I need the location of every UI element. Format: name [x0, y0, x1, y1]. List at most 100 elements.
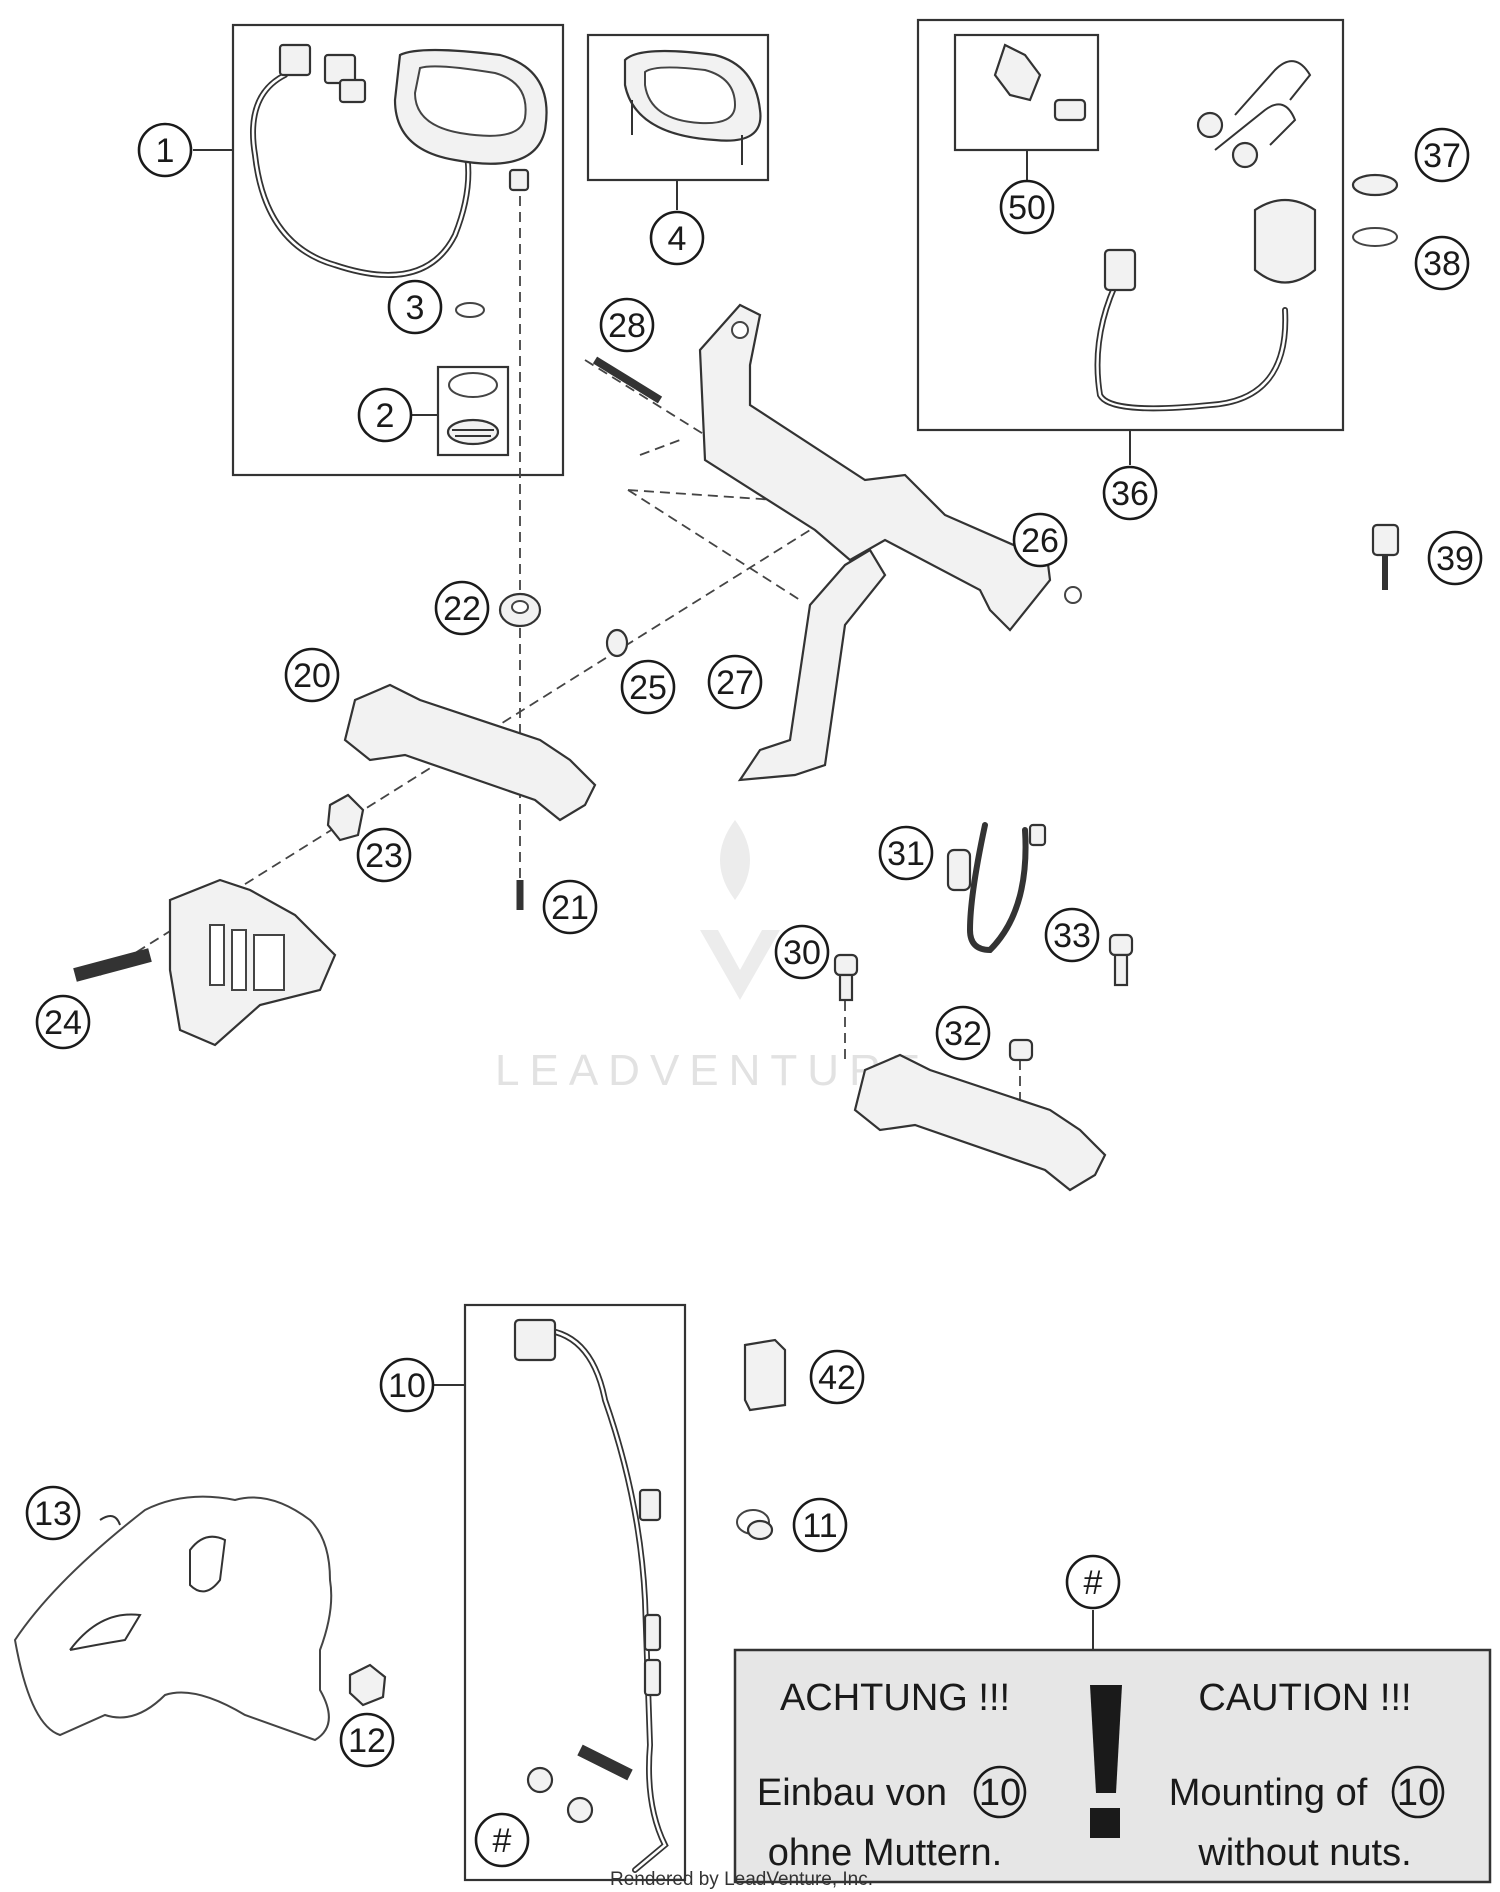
callout-circle — [25, 1485, 81, 1541]
group-box-10 — [463, 1303, 687, 1882]
callout-label: 37 — [1423, 137, 1461, 175]
warning-de-ref: 10 — [979, 1772, 1021, 1814]
callout-circle — [357, 387, 413, 443]
render-credit: Rendered by LeadVenture, Inc. — [610, 1869, 873, 1890]
callout-label: 12 — [348, 1722, 386, 1760]
callout-27: 27 — [707, 654, 763, 710]
callout-circle — [999, 179, 1055, 235]
callout-circle — [792, 1497, 848, 1553]
clamp-part-11 — [736, 1509, 774, 1541]
callout-label: 10 — [388, 1367, 426, 1405]
callout-25: 25 — [620, 659, 676, 715]
callout-42: 42 — [809, 1349, 865, 1405]
fork-guard-cutouts — [69, 1535, 227, 1651]
watermark-text: LEADVENTURE — [495, 1046, 930, 1095]
callout-circle — [284, 647, 340, 703]
plate-part-24 — [73, 878, 337, 1047]
clip-part-13 — [99, 1515, 121, 1526]
key-part-39 — [1371, 523, 1400, 590]
sleeve-part-25 — [605, 628, 629, 658]
warning-de-line1: Einbau von — [757, 1772, 947, 1814]
callout-label: 50 — [1008, 189, 1046, 227]
lamp-part-30 — [833, 953, 859, 1002]
warning-en-ref: 10 — [1397, 1772, 1439, 1814]
callout-33: 33 — [1044, 907, 1100, 963]
cap-part-2 — [446, 372, 500, 446]
warning-de-ref-circle — [973, 1765, 1027, 1819]
callout-circle — [935, 1005, 991, 1061]
callout-10: 10 — [379, 1357, 435, 1413]
warning-en-line1: Mounting of — [1169, 1772, 1368, 1814]
callout-label: 11 — [802, 1507, 837, 1545]
callout-label: 3 — [406, 289, 425, 327]
leader-lines — [193, 149, 1131, 1650]
callout-label: 25 — [629, 669, 667, 707]
callout-13: 13 — [25, 1485, 81, 1541]
callout-label: 33 — [1053, 917, 1091, 955]
callout-label: # — [493, 1822, 512, 1860]
callout-label: 31 — [887, 835, 925, 873]
lamp-part-31 — [946, 822, 1047, 954]
lamp-part-33 — [1108, 933, 1134, 987]
callout-20: 20 — [284, 647, 340, 703]
callout-label: 21 — [551, 889, 589, 927]
callout-label: 32 — [944, 1015, 982, 1053]
callout-circle — [339, 1712, 395, 1768]
bushing-part-22 — [498, 592, 542, 628]
callout-50: 50 — [999, 179, 1055, 235]
callout-label: 27 — [716, 664, 754, 702]
callout-circle — [379, 1357, 435, 1413]
bushing-part-23 — [326, 793, 365, 842]
bolt-part-28 — [592, 356, 663, 404]
callout-circle — [387, 279, 443, 335]
callout-label: 24 — [44, 1004, 82, 1042]
ring-part-3 — [455, 302, 485, 318]
callout-circle — [774, 924, 830, 980]
callout-layer: 1234101112132021222324252627283031323336… — [25, 122, 1483, 1868]
callout-circle — [474, 1812, 530, 1868]
callout-circle — [878, 825, 934, 881]
callout-hash: # — [474, 1812, 530, 1868]
callout-hash: # — [1065, 1554, 1121, 1610]
holder-part-32 — [853, 1053, 1107, 1192]
callout-circle — [707, 654, 763, 710]
callout-39: 39 — [1427, 530, 1483, 586]
callout-label: 26 — [1021, 522, 1059, 560]
clip-part-42 — [743, 1338, 787, 1412]
callout-label: 42 — [818, 1359, 856, 1397]
callout-circle — [1012, 512, 1068, 568]
callout-label: 4 — [668, 220, 687, 258]
callout-1: 1 — [137, 122, 193, 178]
callout-circle — [434, 580, 490, 636]
callout-label: 28 — [608, 307, 646, 345]
callout-label: # — [1084, 1564, 1103, 1602]
callout-circle — [1427, 530, 1483, 586]
exclamation-dot — [1090, 1808, 1120, 1838]
callout-circle — [809, 1349, 865, 1405]
callout-label: 22 — [443, 590, 481, 628]
ignition-switch-part-36 — [993, 43, 1317, 412]
callout-32: 32 — [935, 1005, 991, 1061]
callout-21: 21 — [542, 879, 598, 935]
callout-label: 38 — [1423, 245, 1461, 283]
callout-circle — [1414, 235, 1470, 291]
callout-label: 13 — [34, 1495, 72, 1533]
callout-26: 26 — [1012, 512, 1068, 568]
group-box-2 — [436, 365, 510, 457]
warning-panel: ACHTUNG !!! Einbau von 10 ohne Muttern. … — [733, 1648, 1492, 1884]
callout-label: 1 — [156, 132, 175, 170]
bracket-hole — [731, 321, 749, 339]
watermark: LEADVENTURE — [495, 820, 930, 1095]
ring-part-37 — [1351, 173, 1399, 197]
lamp-part-32-cap — [1008, 1038, 1034, 1062]
holder-part-20 — [343, 683, 597, 822]
callout-36: 36 — [1102, 465, 1158, 521]
bracket-hole — [1064, 586, 1082, 604]
callout-label: 36 — [1111, 475, 1149, 513]
callout-22: 22 — [434, 580, 490, 636]
nut-part-12 — [348, 1663, 387, 1707]
callout-circle — [649, 210, 705, 266]
callout-circle — [137, 122, 193, 178]
display-cover-part-4 — [623, 49, 762, 165]
callout-label: 23 — [365, 837, 403, 875]
